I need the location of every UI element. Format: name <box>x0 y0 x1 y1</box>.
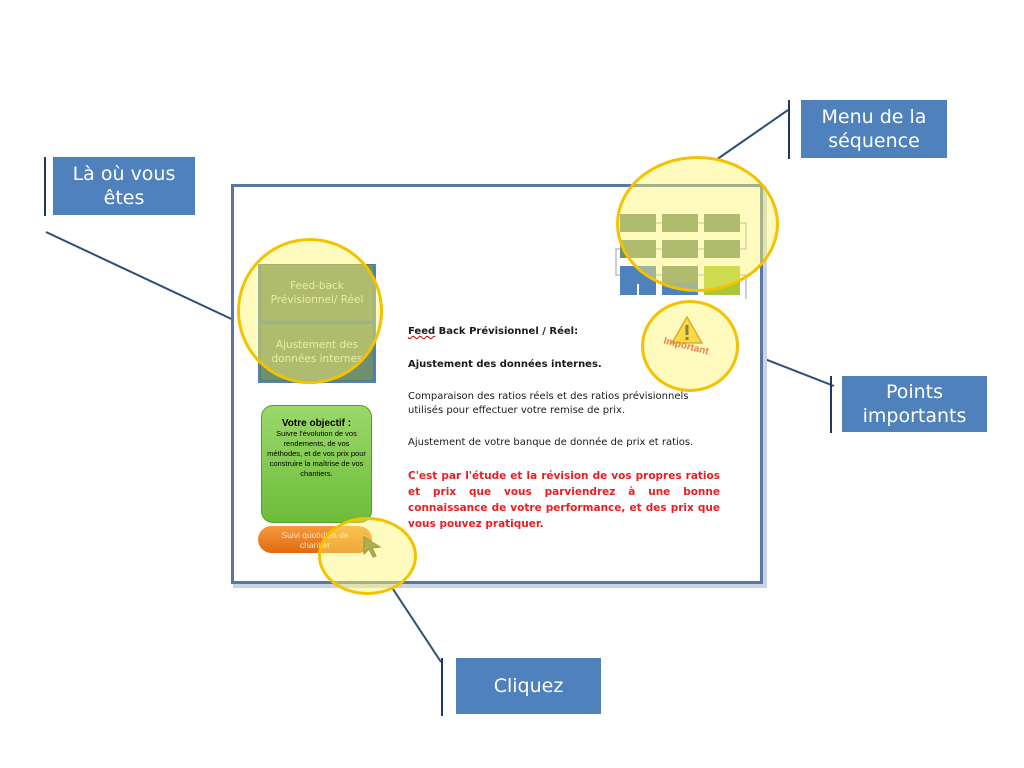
heading-feedback-rest: Back Prévisionnel / Réel: <box>435 326 579 337</box>
callout-bar-menu <box>788 100 790 159</box>
objective-title: Votre objectif : <box>281 418 352 429</box>
paragraph-comparison: Comparaison des ratios réels et des rati… <box>408 391 689 416</box>
callout-where-you-are: Là où vous êtes <box>53 157 195 215</box>
callout-key-points: Points importants <box>842 376 987 432</box>
callout-points-text: Points importants <box>862 381 967 427</box>
highlight-nav <box>237 238 383 384</box>
callout-bar-click <box>441 658 443 716</box>
daily-tracking-label: Suivi quotidien de chantier <box>281 529 349 550</box>
highlight-menu <box>616 156 779 292</box>
leader-sequence-menu <box>715 109 789 161</box>
leader-click <box>386 579 442 663</box>
callout-bar-where <box>44 157 46 216</box>
menu-sub-1[interactable] <box>620 283 637 295</box>
paragraph-adjustment: Ajustement de votre banque de donnée de … <box>408 437 694 448</box>
callout-where-text: Là où vous êtes <box>72 163 176 209</box>
callout-click-text: Cliquez <box>493 675 564 697</box>
highlight-click <box>318 517 417 595</box>
callout-menu-text: Menu de la séquence <box>821 106 927 152</box>
callout-bar-points <box>830 376 832 433</box>
paragraph-important: C'est par l'étude et la révision de vos … <box>408 470 720 530</box>
callout-sequence-menu: Menu de la séquence <box>801 100 947 158</box>
highlight-important <box>641 300 739 392</box>
heading-feedback: Feed Back Prévisionnel / Réel: <box>408 326 720 337</box>
heading-adjustment: Ajustement des données internes. <box>408 359 602 370</box>
objective-box: Votre objectif : Suivre l'évolution de v… <box>261 405 372 523</box>
heading-feedback-word: Feed <box>408 326 436 337</box>
callout-click: Cliquez <box>456 658 601 714</box>
leader-where-you-are <box>45 231 241 324</box>
objective-body: Suivre l'évolution de vos rendements, de… <box>267 429 366 478</box>
menu-sub-2[interactable] <box>639 283 656 295</box>
